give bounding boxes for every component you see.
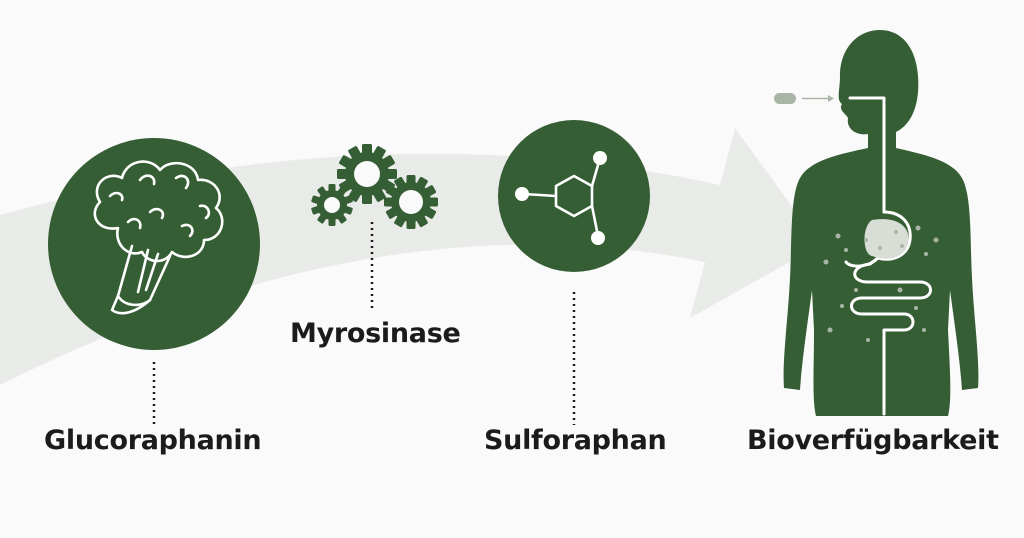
glucoraphanin-node: [48, 138, 260, 350]
glucoraphanin-label: Glucoraphanin: [44, 425, 262, 456]
gears-icon: [311, 144, 438, 229]
sulforaphan-circle: [498, 120, 650, 272]
glucoraphanin-circle: [48, 138, 260, 350]
nutrient-particles: [823, 225, 939, 342]
myrosinase-label: Myrosinase: [290, 318, 461, 349]
stomach: [864, 219, 909, 259]
bioverfuegbarkeit-label: Bioverfügbarkeit: [747, 425, 999, 456]
sulforaphan-node: [498, 120, 650, 272]
human-body-digestive-tract-icon: [774, 30, 979, 416]
sulforaphan-label: Sulforaphan: [484, 425, 667, 456]
broccoli-icon: [93, 160, 224, 315]
pill-icon: [774, 93, 796, 104]
molecule-icon: [515, 151, 607, 245]
arrow-to-mouth-icon: [802, 95, 834, 102]
